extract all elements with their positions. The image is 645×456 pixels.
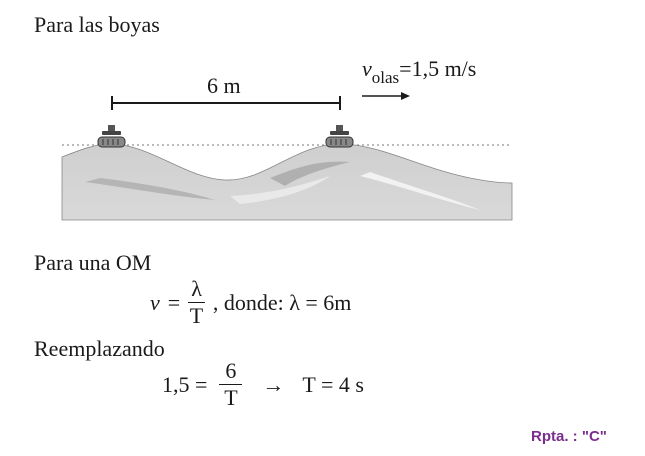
distance-label: 6 m [207, 73, 241, 98]
fraction-numerator: λ [188, 278, 205, 303]
velocity-label: volas=1,5 m/s [362, 56, 477, 87]
fraction-six-over-t: 6 T [219, 360, 243, 410]
fraction-numerator: 6 [219, 360, 243, 385]
fraction-lambda-over-t: λ T [188, 278, 205, 327]
heading-para-una-om: Para una OM [34, 250, 152, 275]
heading-reemplazando: Reemplazando [34, 336, 165, 361]
equation-lhs: 1,5 = [162, 371, 208, 397]
equation-lhs: v [150, 289, 160, 315]
wave-highlight [360, 172, 480, 210]
buoy-icon [325, 125, 354, 148]
fraction-denominator: T [224, 385, 238, 410]
velocity-arrowhead [401, 92, 410, 100]
velocity-value: =1,5 m/s [399, 56, 477, 81]
wave-buoys-figure [61, 92, 513, 221]
fraction-denominator: T [189, 303, 204, 328]
wave-highlight [230, 176, 330, 204]
velocity-symbol: v [362, 56, 372, 81]
implies-arrow: → [262, 371, 285, 397]
equation-condition: , donde: λ = 6m [212, 289, 352, 315]
wave-shading [85, 178, 215, 200]
equation-equals: = [167, 289, 181, 315]
velocity-subscript: olas [371, 68, 400, 87]
equation-result: T = 4 s [302, 371, 364, 397]
answer-label: Rpta. : "C" [531, 428, 607, 445]
wave-shading [270, 161, 350, 186]
equation-substitution: 1,5 = 6 T → T = 4 s [162, 360, 364, 409]
equation-wave-speed: v = λ T , donde: λ = 6m [150, 278, 351, 327]
heading-para-las-boyas: Para las boyas [34, 12, 160, 37]
buoy-icon [97, 125, 126, 148]
